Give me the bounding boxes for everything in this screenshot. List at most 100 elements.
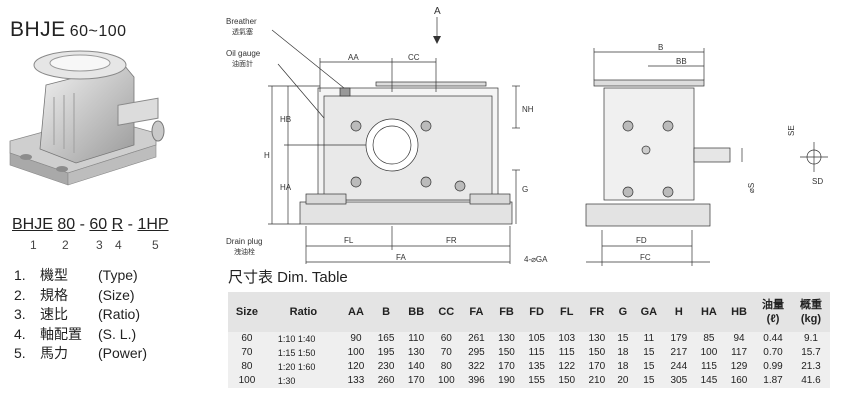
code-ratio: 60 <box>89 216 108 233</box>
legend-zh: 馬力 <box>40 345 68 361</box>
table-cell: 105 <box>528 333 545 344</box>
legend-num: 4. <box>14 325 26 342</box>
table-cell: 396 <box>468 375 485 386</box>
table-cell: 190 <box>498 375 515 386</box>
legend-item: 4.軸配置(S. L.) <box>14 325 147 345</box>
table-cell: 322 <box>468 361 485 372</box>
table-cell: 100 <box>347 347 365 358</box>
legend-num: 5. <box>14 345 26 361</box>
legend-item: 3.速比(Ratio) <box>14 305 147 325</box>
legend-en: (Ratio) <box>98 306 141 322</box>
dim-fl: FL <box>344 236 354 245</box>
table-cell: 1:20 1:60 <box>277 362 316 372</box>
table-cell: 80 <box>241 361 253 372</box>
table-cell: 135 <box>528 361 545 372</box>
table-cell: 41.6 <box>801 375 821 386</box>
table-cell: 20 <box>617 375 629 386</box>
table-cell: 129 <box>730 361 748 372</box>
table-cell: 110 <box>408 333 425 344</box>
col-header: FA <box>461 292 492 332</box>
dim-sd: SD <box>812 177 823 186</box>
breather-label-zh: 透氣塞 <box>232 27 253 36</box>
table-cell: 150 <box>498 347 515 358</box>
table-cell: 1.87 <box>763 375 783 386</box>
dim-bb: BB <box>676 57 687 66</box>
table-cell: 145 <box>700 375 718 386</box>
side-view <box>585 79 731 227</box>
col-header-weight: 概重 (kg) <box>791 292 830 332</box>
table-cell: 122 <box>558 361 576 372</box>
col-header: H <box>663 292 694 332</box>
table-cell: 130 <box>407 347 425 358</box>
table-cell: 210 <box>588 375 606 386</box>
dim-g: G <box>522 185 528 194</box>
dim-fc: FC <box>640 253 651 262</box>
weight-header-unit: (kg) <box>800 313 822 325</box>
col-header: FB <box>491 292 522 332</box>
table-cell: 0.70 <box>763 347 783 358</box>
table-cell: 100 <box>700 347 718 358</box>
table-cell: 133 <box>347 375 365 386</box>
col-header: GA <box>633 292 664 332</box>
drain-plug-label: Drain plug <box>226 237 262 246</box>
table-cell: 70 <box>241 347 253 358</box>
table-cell: 244 <box>670 361 688 372</box>
oil-header-zh: 油量 <box>762 299 785 311</box>
table-cell: 15 <box>643 361 655 372</box>
table-cell: 120 <box>347 361 365 372</box>
table-cell: 140 <box>407 361 425 372</box>
table-cell: 150 <box>588 347 606 358</box>
weight-header-zh: 概重 <box>799 299 822 311</box>
legend-item: 5.馬力(Power) <box>14 344 147 364</box>
dimension-drawing: A AA CC H HB HA NH G FL FR FA 4-⌀GA Brea… <box>226 6 828 266</box>
table-cell: 217 <box>670 347 688 358</box>
legend-en: (S. L.) <box>98 325 137 342</box>
table-cell: 130 <box>498 333 515 344</box>
code-num: 1 <box>30 238 37 252</box>
table-cell: 165 <box>377 333 395 344</box>
table-cell: 18 <box>617 347 629 358</box>
table-cell: 15 <box>617 333 629 344</box>
legend-num: 1. <box>14 267 26 283</box>
code-num: 5 <box>152 238 159 252</box>
col-header: AA <box>340 292 372 332</box>
table-cell: 160 <box>730 375 748 386</box>
dim-ga: 4-⌀GA <box>524 255 548 264</box>
breather-label: Breather <box>226 17 257 26</box>
col-header: HA <box>693 292 724 332</box>
table-cell: 115 <box>528 347 545 358</box>
legend-num: 2. <box>14 286 26 303</box>
table-cell: 155 <box>528 375 545 386</box>
table-cell: 90 <box>350 333 362 344</box>
col-header: G <box>611 292 634 332</box>
table-cell: 100 <box>238 375 256 386</box>
table-cell: 305 <box>670 375 688 386</box>
table-cell: 85 <box>703 333 715 344</box>
model-range: 60~100 <box>69 23 127 40</box>
breather-plug <box>339 87 351 97</box>
dim-h: H <box>264 151 270 160</box>
view-arrow-label: A <box>434 6 441 17</box>
code-sl: R <box>111 216 124 233</box>
col-header: BB <box>401 292 432 332</box>
dim-fr: FR <box>446 236 457 245</box>
table-cell: 15.7 <box>801 347 821 358</box>
dim-cc: CC <box>408 53 420 62</box>
dim-hb: HB <box>280 115 291 124</box>
table-cell: 261 <box>468 333 485 344</box>
table-cell: 60 <box>241 333 253 344</box>
code-num: 3 <box>96 238 103 252</box>
col-header: B <box>371 292 402 332</box>
model-code: BHJE 80 - 60 R - 1HP <box>12 216 169 234</box>
table-cell: 170 <box>498 361 515 372</box>
dim-se: SE <box>787 125 796 136</box>
code-num: 2 <box>62 238 69 252</box>
legend-num: 3. <box>14 306 26 322</box>
gearbox-photo <box>9 50 165 186</box>
table-cell: 115 <box>700 361 717 372</box>
